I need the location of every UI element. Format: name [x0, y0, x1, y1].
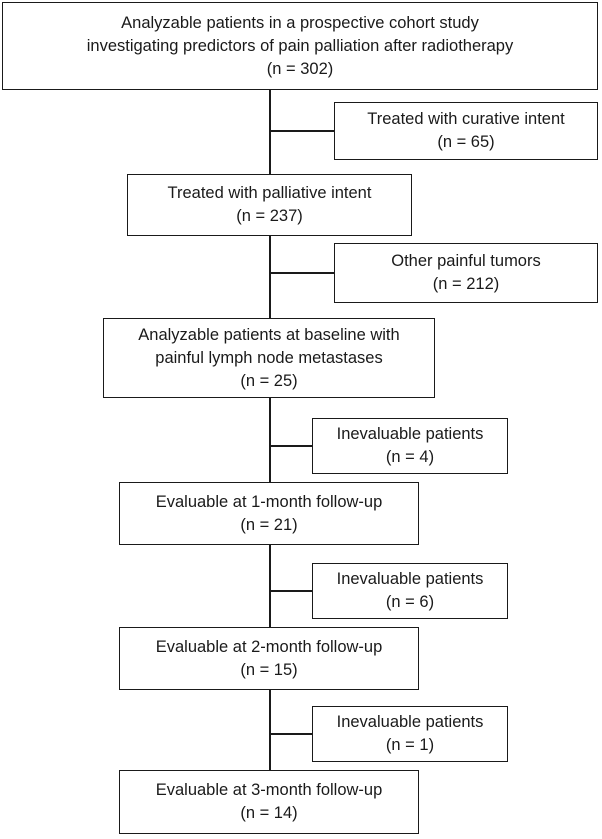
inevaluable-2-count: (n = 6) [385, 593, 435, 611]
connector-branch-inevaluable-3 [269, 733, 312, 735]
curative-box: Treated with curative intent (n = 65) [334, 102, 598, 160]
month2-box: Evaluable at 2-month follow-up (n = 15) [119, 627, 419, 690]
palliative-count: (n = 237) [236, 207, 303, 225]
other-tumors-box: Other painful tumors (n = 212) [334, 243, 598, 303]
palliative-label: Treated with palliative intent [167, 184, 372, 202]
month3-label: Evaluable at 3-month follow-up [155, 781, 383, 799]
inevaluable-3-label: Inevaluable patients [336, 713, 484, 731]
connector-main-2 [269, 236, 271, 318]
baseline-line-1: Analyzable patients at baseline with [138, 325, 400, 344]
connector-branch-curative [269, 130, 334, 132]
month1-count: (n = 21) [240, 515, 298, 534]
month3-count: (n = 14) [240, 804, 298, 822]
connector-main-4 [269, 545, 271, 627]
connector-main-5 [269, 690, 271, 770]
month2-count: (n = 15) [240, 660, 298, 679]
inevaluable-3-count: (n = 1) [385, 736, 435, 754]
palliative-box: Treated with palliative intent (n = 237) [127, 174, 412, 236]
connector-branch-inevaluable-1 [269, 445, 312, 447]
cohort-count: (n = 302) [266, 59, 334, 78]
baseline-line-2: painful lymph node metastases [155, 348, 383, 367]
inevaluable-2-label: Inevaluable patients [336, 570, 484, 588]
other-tumors-label: Other painful tumors [391, 252, 541, 270]
connector-branch-inevaluable-2 [269, 590, 312, 592]
cohort-box: Analyzable patients in a prospective coh… [2, 2, 598, 90]
inevaluable-1-count: (n = 4) [385, 448, 435, 466]
month2-label: Evaluable at 2-month follow-up [155, 637, 383, 656]
month1-label: Evaluable at 1-month follow-up [155, 492, 383, 511]
curative-label: Treated with curative intent [367, 110, 565, 128]
inevaluable-2-box: Inevaluable patients (n = 6) [312, 563, 508, 619]
cohort-line-1: Analyzable patients in a prospective coh… [121, 13, 479, 32]
month1-box: Evaluable at 1-month follow-up (n = 21) [119, 482, 419, 545]
month3-box: Evaluable at 3-month follow-up (n = 14) [119, 770, 419, 834]
connector-main-1 [269, 90, 271, 174]
inevaluable-3-box: Inevaluable patients (n = 1) [312, 706, 508, 762]
curative-count: (n = 65) [437, 133, 495, 151]
inevaluable-1-box: Inevaluable patients (n = 4) [312, 418, 508, 474]
baseline-box: Analyzable patients at baseline with pai… [103, 318, 435, 398]
baseline-count: (n = 25) [240, 371, 298, 390]
connector-main-3 [269, 398, 271, 482]
inevaluable-1-label: Inevaluable patients [336, 425, 484, 443]
other-tumors-count: (n = 212) [432, 275, 500, 293]
cohort-line-2: investigating predictors of pain palliat… [86, 36, 514, 55]
connector-branch-other-tumors [269, 272, 334, 274]
